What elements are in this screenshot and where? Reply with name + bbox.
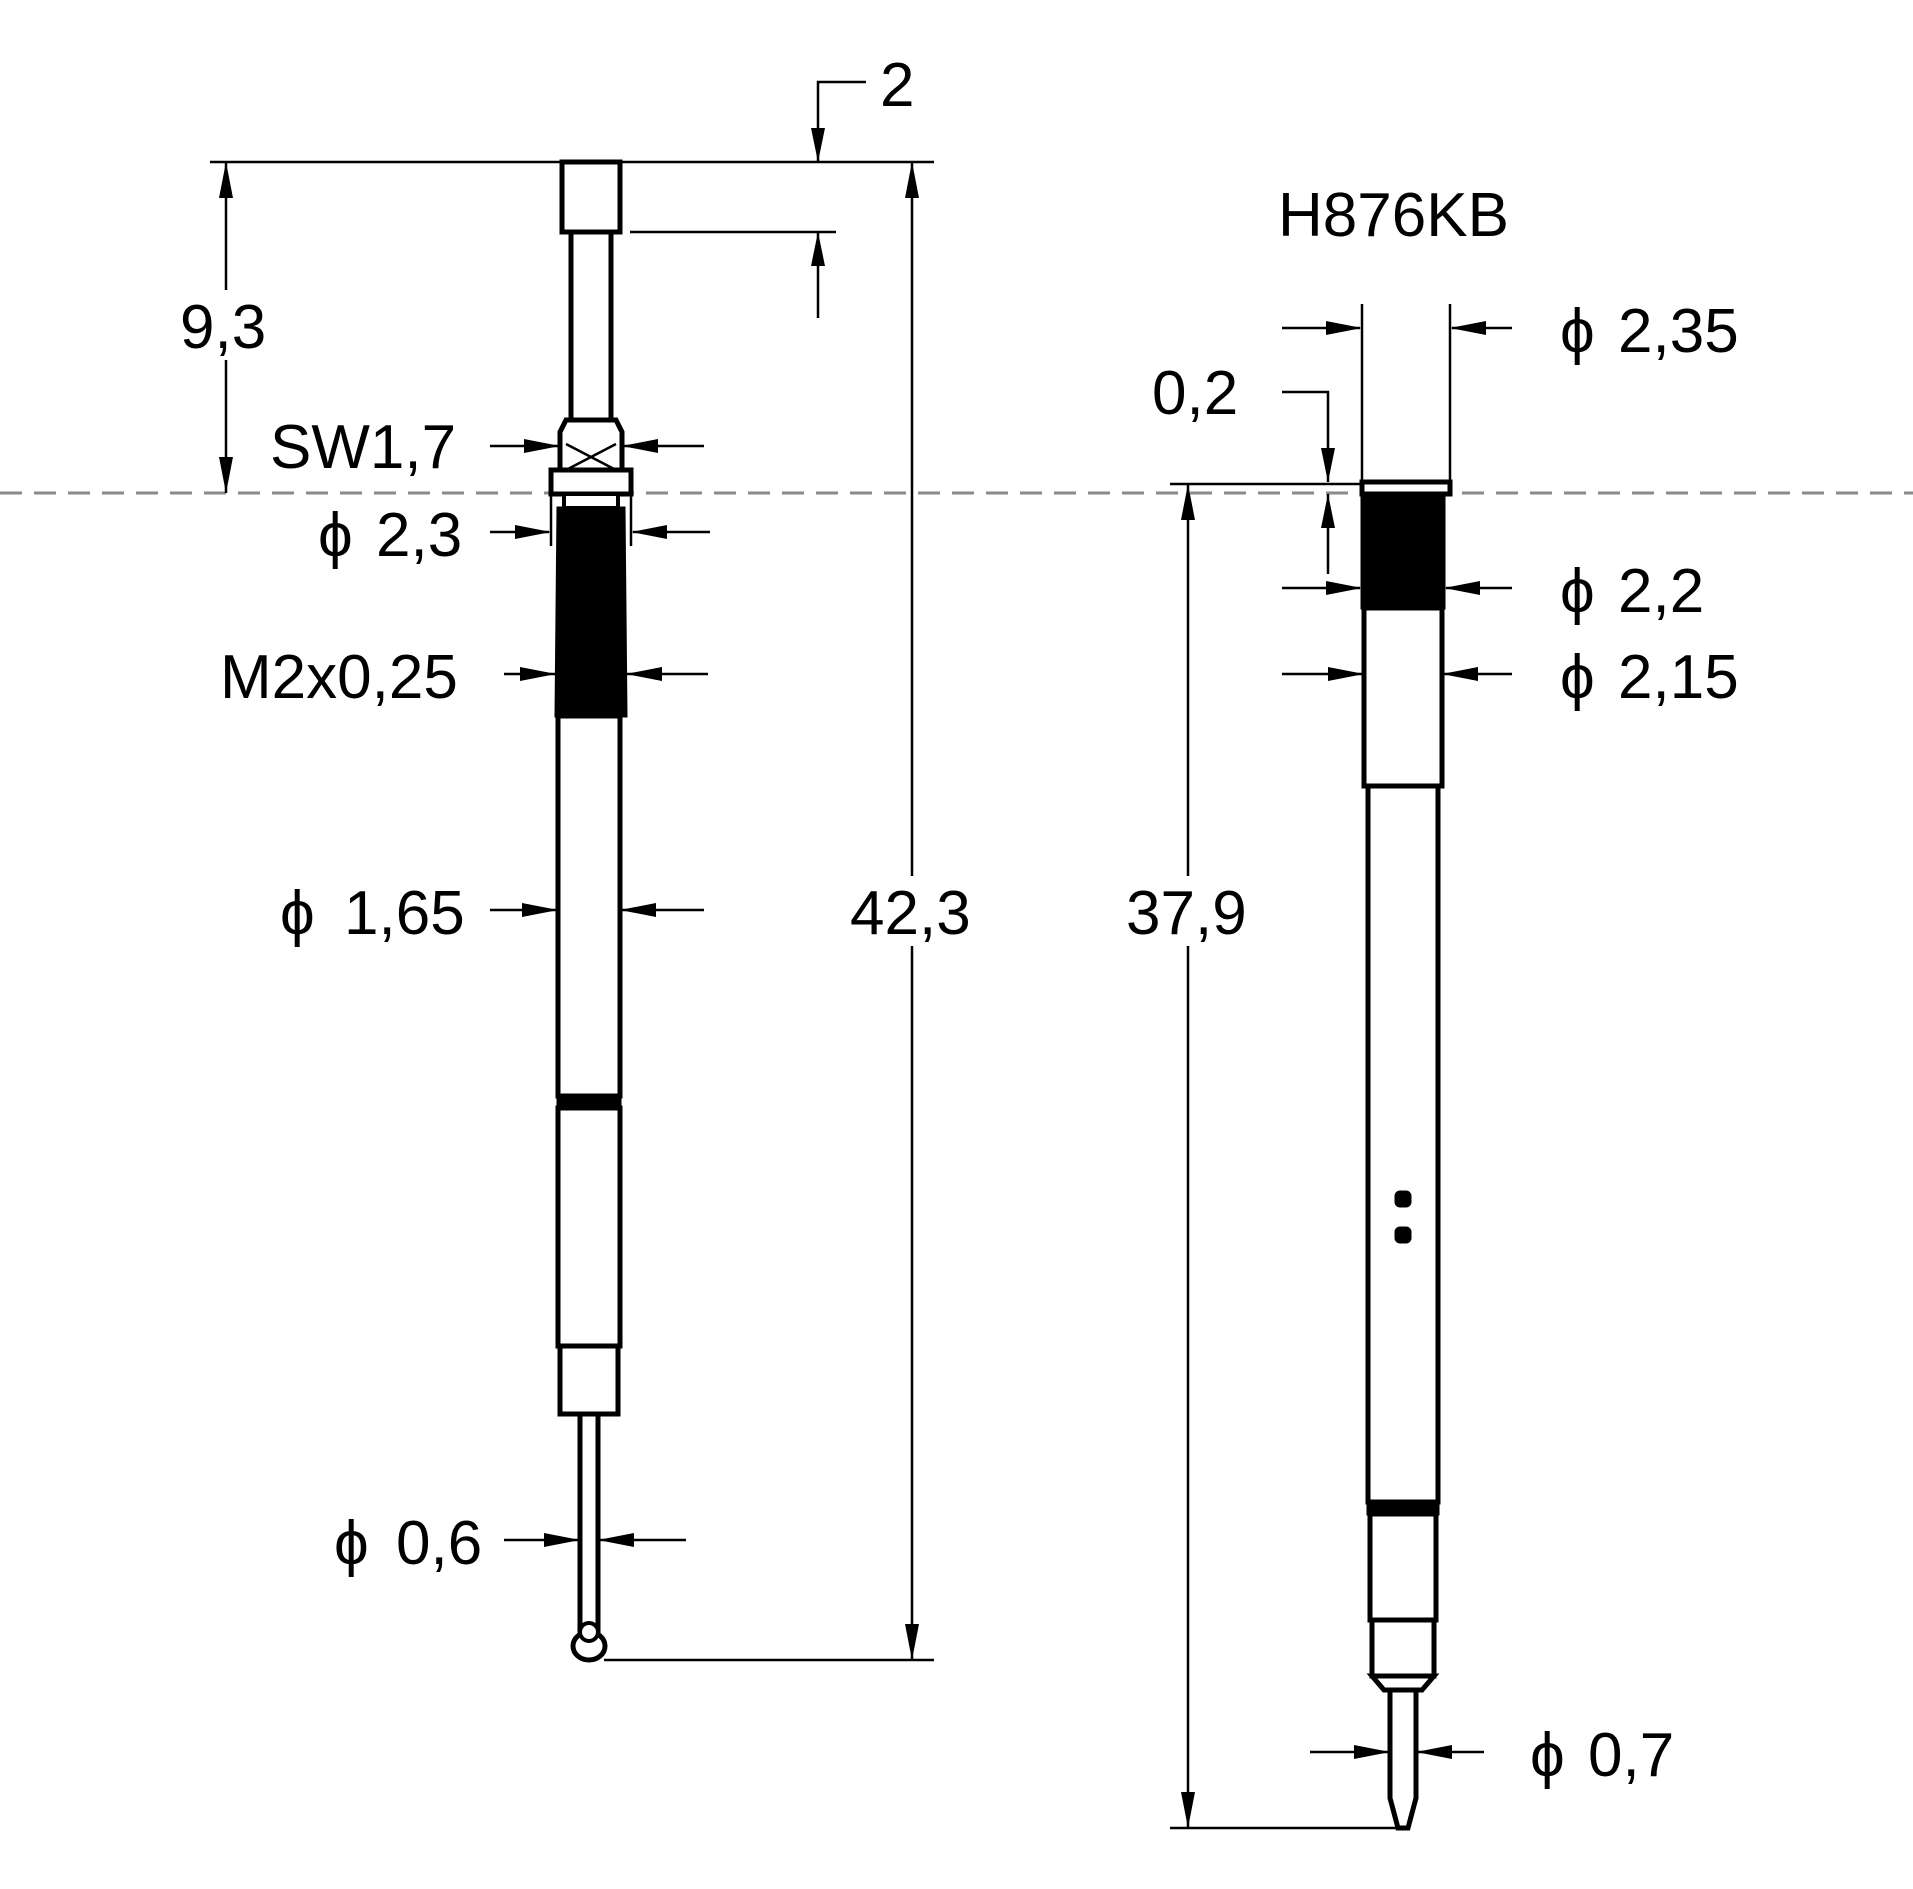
dim-top-diameter-symbol: ϕ	[1560, 297, 1595, 366]
dim-shaft-diameter: 1,65	[344, 879, 465, 948]
dim-top-offset: 2	[880, 51, 914, 120]
left-collar-neck	[562, 492, 620, 510]
dim-tip-diameter: 0,6	[396, 1509, 482, 1578]
left-collar	[548, 467, 634, 497]
right-body-upper	[1361, 605, 1445, 789]
dim-body-diameter-symbol: ϕ	[1560, 643, 1595, 712]
left-part	[548, 159, 634, 1663]
left-top-cap	[559, 159, 623, 235]
dim-collar-diameter-symbol: ϕ	[318, 501, 353, 570]
dim-tip-diameter-symbol: ϕ	[334, 1509, 369, 1578]
right-part: H876KB	[1278, 181, 1509, 1831]
right-top-lip	[1359, 479, 1453, 497]
dim-head-length: 9,3	[180, 293, 266, 362]
dim-total-length-right: 37,9	[1126, 879, 1247, 948]
left-upper-stem	[568, 229, 614, 423]
right-body	[1365, 783, 1441, 1505]
right-tip	[1387, 1687, 1419, 1831]
dim-shaft-diameter-symbol: ϕ	[280, 879, 315, 948]
left-tip-ball-inner	[578, 1621, 600, 1643]
left-tip-stem	[577, 1411, 601, 1637]
dim-wrench-size: SW1,7	[270, 413, 456, 482]
dim-thread: M2x0,25	[220, 643, 458, 712]
left-hex-cross-2	[565, 442, 617, 472]
left-thread	[554, 506, 628, 718]
dim-top-diameter: 2,35	[1618, 297, 1739, 366]
right-tip-shoulder	[1366, 1673, 1440, 1693]
dim-knurl-diameter-symbol: ϕ	[1560, 557, 1595, 626]
right-mark-dot-2	[1394, 1226, 1412, 1244]
dim-total-length: 42,3	[850, 879, 971, 948]
right-knurl	[1360, 492, 1446, 610]
left-dimensions: 2 9,3 SW1,7 ϕ 2,3 M2x0,25 ϕ 1,65	[176, 51, 978, 1662]
right-dimensions: ϕ 2,35 0,2 ϕ 2,2 ϕ 2,15 37,9	[1122, 297, 1739, 1830]
dim-tip-diameter-right-symbol: ϕ	[1530, 1721, 1565, 1790]
part-label: H876KB	[1278, 181, 1509, 250]
dim-knurl-diameter: 2,2	[1618, 557, 1704, 626]
right-lower-section	[1367, 1511, 1439, 1623]
dim-collar-diameter: 2,3	[376, 501, 462, 570]
left-shaft-upper	[555, 713, 623, 1099]
left-shaft-lower	[555, 1105, 623, 1349]
right-mark-dot-1	[1394, 1190, 1412, 1208]
left-shaft-end	[557, 1343, 621, 1417]
right-lower-end	[1369, 1617, 1437, 1679]
dim-tip-diameter-right: 0,7	[1588, 1721, 1674, 1790]
dim-top-offset-right: 0,2	[1152, 359, 1238, 428]
dim-body-diameter: 2,15	[1618, 643, 1739, 712]
